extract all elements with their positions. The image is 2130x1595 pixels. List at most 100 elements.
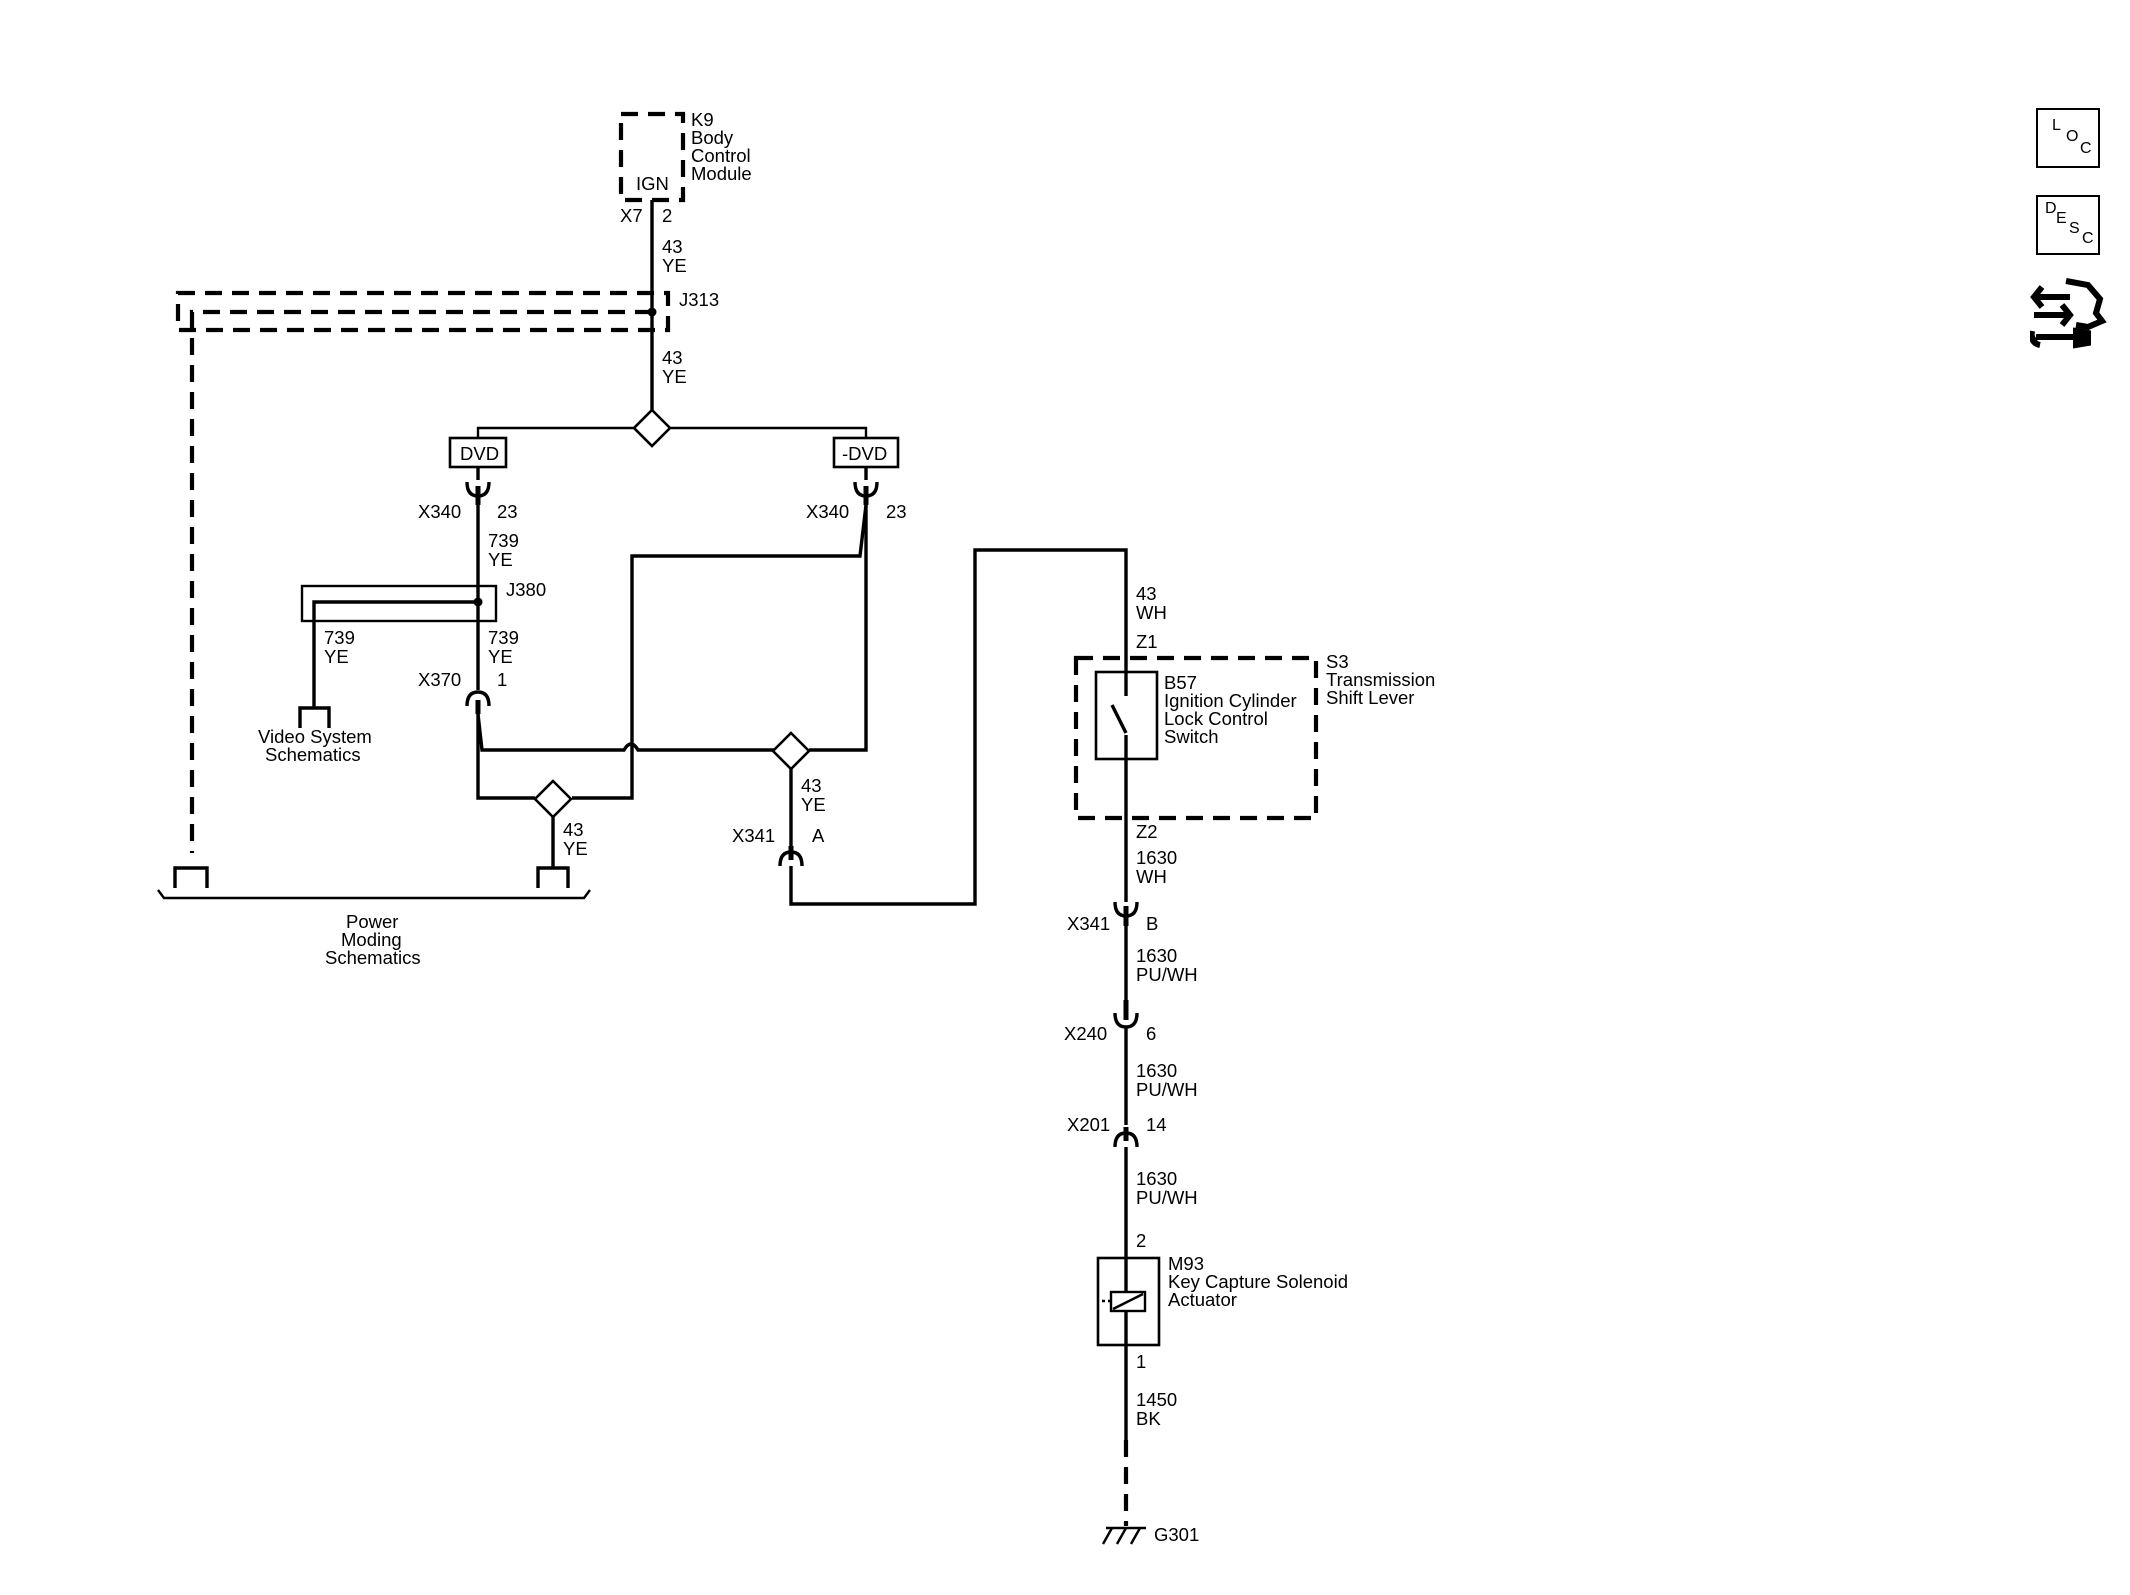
x340-right-pin: 23 [886,501,907,522]
dvd-option-label: DVD [460,443,499,464]
connector-wrench-icon[interactable] [2030,275,2110,353]
loc-letter-c: C [2080,140,2092,157]
power-ref-line-3: Schematics [325,947,421,968]
m93-solenoid: 2 M93 Key Capture Solenoid Actuator 1 [1096,1230,1348,1372]
x240-connector: X240 6 [1064,1000,1156,1044]
power-ref-line-2: Moding [341,929,402,950]
location-button[interactable]: L O C [2036,108,2100,168]
wire-color-7: YE [801,794,826,815]
wire-circuit-7: 43 [801,775,822,796]
desc-letter-d: D [2045,200,2057,217]
j313-label: J313 [679,289,719,310]
x341-b-connector: X341 B [1067,901,1158,934]
loc-letter-l: L [2052,117,2061,134]
x341-a-to-b57-wire [789,548,1128,906]
no-dvd-crossover-wire [572,504,868,800]
s3-ref: S3 [1326,651,1349,672]
x340-left-pin: 23 [497,501,518,522]
k9-label-1: Body [691,127,734,148]
x240-pin: 6 [1146,1023,1156,1044]
option-splice-diamond [632,408,672,448]
x341-a-connector: X341 A [732,825,825,867]
loc-letter-o: O [2066,128,2079,145]
wire-color-6: YE [563,838,588,859]
m93-pin-bottom: 1 [1136,1351,1146,1372]
x370-name: X370 [418,669,461,690]
ground-label: G301 [1154,1524,1199,1545]
s3-label-2: Shift Lever [1326,687,1414,708]
lower-splice-diamond [533,779,573,819]
b57-label-1: Ignition Cylinder [1164,690,1297,711]
k9-connector: X7 [620,205,643,226]
x341-a-pin: A [812,825,825,846]
x370-to-lower-splice-wire [476,714,535,800]
b57-switch: B57 Ignition Cylinder Lock Control Switc… [1094,670,1297,761]
x370-connector: X370 1 [418,669,507,714]
x370-pin: 1 [497,669,507,690]
b57-label-2: Lock Control [1164,708,1268,729]
x340-right-connector: X340 23 [806,481,907,522]
x201-name: X201 [1067,1114,1110,1135]
x341-b-pin: B [1146,913,1158,934]
wire-color-3: YE [488,549,513,570]
k9-ref: K9 [691,109,714,130]
m93-ref: M93 [1168,1253,1204,1274]
wire-circuit-9: 1630 [1136,847,1177,868]
s3-outline [1073,655,1319,821]
option-split-wire [476,426,868,451]
s3-shift-lever: Z1 Z2 S3 Transmission Shift Lever [1073,631,1435,842]
wire-color-11: PU/WH [1136,1079,1198,1100]
b57-ref: B57 [1164,672,1197,693]
k9-module: K9 Body Control Module IGN X7 2 [618,109,752,226]
wire-circuit-5: 739 [488,627,519,648]
ground-tick-3 [1129,1527,1142,1545]
x370-female [465,690,491,707]
wire-circuit-6: 43 [563,819,584,840]
wire-circuit-3: 739 [488,530,519,551]
center-splice-diamond [771,731,811,771]
m93-label-2: Actuator [1168,1289,1237,1310]
video-ref-line-2: Schematics [265,744,361,765]
no-dvd-option-box: -DVD [832,436,900,469]
x341-a-name: X341 [732,825,775,846]
s3-pin-bottom: Z2 [1136,821,1158,842]
desc-letter-e: E [2056,210,2067,227]
power-ref-bracket [157,889,591,900]
wire-color-1: YE [662,255,687,276]
video-ref-arrow [298,706,331,728]
dvd-option-box: DVD [448,436,508,469]
wire-color-2: YE [662,366,687,387]
wire-circuit-11: 1630 [1136,1060,1177,1081]
k9-label-3: Module [691,163,752,184]
description-button[interactable]: D E S C [2036,195,2100,255]
j380-outline [300,584,498,623]
wire-color-13: BK [1136,1408,1161,1429]
j380-branch-wire [312,600,478,708]
j380-splice-pack: J380 [300,579,546,708]
k9-pin-name: IGN [636,173,669,194]
wire-circuit-13: 1450 [1136,1389,1177,1410]
j380-label: J380 [506,579,546,600]
m93-pin-top: 2 [1136,1230,1146,1251]
ground-tick-1 [1101,1527,1114,1545]
j313-splice-pack: J313 [175,289,719,853]
x340-left-connector: X340 23 [418,481,518,522]
x370-to-splice-wire [476,713,786,752]
desc-letter-s: S [2069,220,2080,237]
j313-dashed-branch [189,309,652,853]
power-ref-arrow-right [536,866,570,888]
no-dvd-option-frame [832,436,900,469]
no-dvd-option-label: -DVD [842,443,887,464]
j380-splice-dot [473,597,483,607]
ground-symbol: G301 [1101,1524,1199,1545]
wire-color-8: WH [1136,602,1167,623]
s3-pin-top: Z1 [1136,631,1158,652]
x201-connector: X201 14 [1067,1114,1167,1148]
x240-name: X240 [1064,1023,1107,1044]
wire-circuit-8: 43 [1136,583,1157,604]
x340-left-name: X340 [418,501,461,522]
video-ref-line-1: Video System [258,726,372,747]
desc-letter-c: C [2082,230,2094,247]
wire-circuit-12: 1630 [1136,1168,1177,1189]
